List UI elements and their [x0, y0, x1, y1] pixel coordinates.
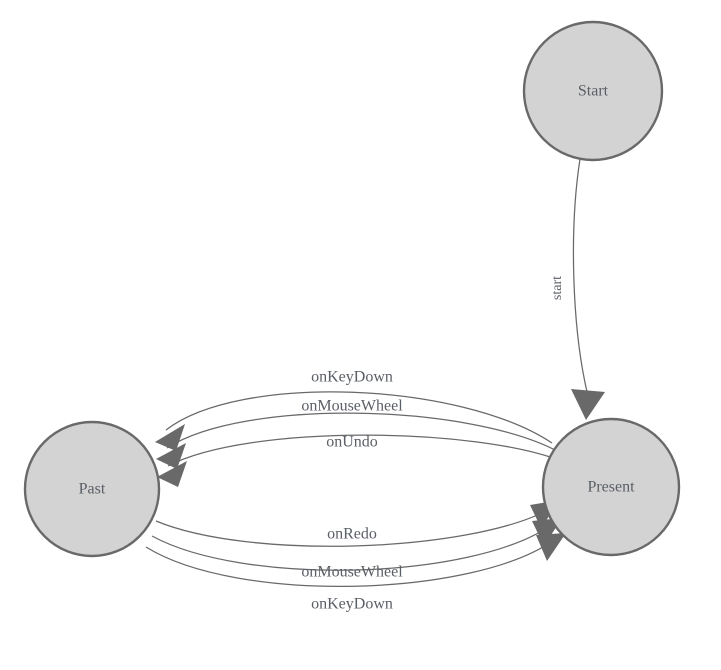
edge-present-to-past-keydown[interactable]: onKeyDown	[155, 369, 553, 451]
node-present[interactable]: Present	[541, 417, 681, 557]
node-start-label: Start	[578, 83, 609, 100]
edge-path-redo	[155, 509, 549, 547]
node-start[interactable]: Start	[522, 20, 664, 162]
node-past[interactable]: Past	[23, 420, 161, 558]
edge-path-start	[572, 158, 589, 397]
arrowhead-wheel-up	[156, 443, 186, 469]
edge-past-to-present-keydown[interactable]: onKeyDown	[145, 533, 566, 613]
edge-start-to-present[interactable]: start	[550, 158, 605, 420]
edge-label-start: start	[550, 276, 565, 300]
edge-present-to-past-mousewheel[interactable]: onMouseWheel	[156, 398, 560, 469]
node-start-circle	[522, 20, 664, 162]
edge-path-wheel-down	[151, 525, 551, 571]
arrowhead-keydown-down	[536, 533, 566, 561]
node-past-label: Past	[79, 481, 106, 498]
edge-label-wheel-up: onMouseWheel	[301, 398, 403, 415]
edge-path-undo	[167, 434, 565, 467]
edge-present-to-past-undo[interactable]: onUndo	[157, 434, 565, 487]
node-present-label: Present	[587, 479, 635, 496]
edge-label-keydown-down: onKeyDown	[311, 596, 393, 613]
node-past-circle	[23, 420, 161, 558]
edge-layer: start onKeyDown onMouseWheel onUndo onRe…	[145, 158, 605, 613]
node-present-circle	[541, 417, 681, 557]
arrowhead-keydown-up	[155, 424, 185, 451]
edge-path-keydown-up	[165, 391, 553, 444]
edge-path-wheel-up	[166, 412, 560, 453]
node-layer: Start Past Present	[23, 20, 681, 558]
edge-path-keydown-down	[145, 539, 555, 587]
edge-label-undo: onUndo	[326, 434, 378, 451]
edge-label-keydown-up: onKeyDown	[311, 369, 393, 386]
arrowhead-start	[571, 389, 605, 420]
arrowhead-undo	[157, 461, 187, 487]
edge-label-wheel-down: onMouseWheel	[301, 564, 403, 581]
edge-past-to-present-mousewheel[interactable]: onMouseWheel	[151, 518, 562, 581]
edge-past-to-present-redo[interactable]: onRedo	[155, 500, 560, 547]
edge-label-redo: onRedo	[327, 526, 377, 543]
